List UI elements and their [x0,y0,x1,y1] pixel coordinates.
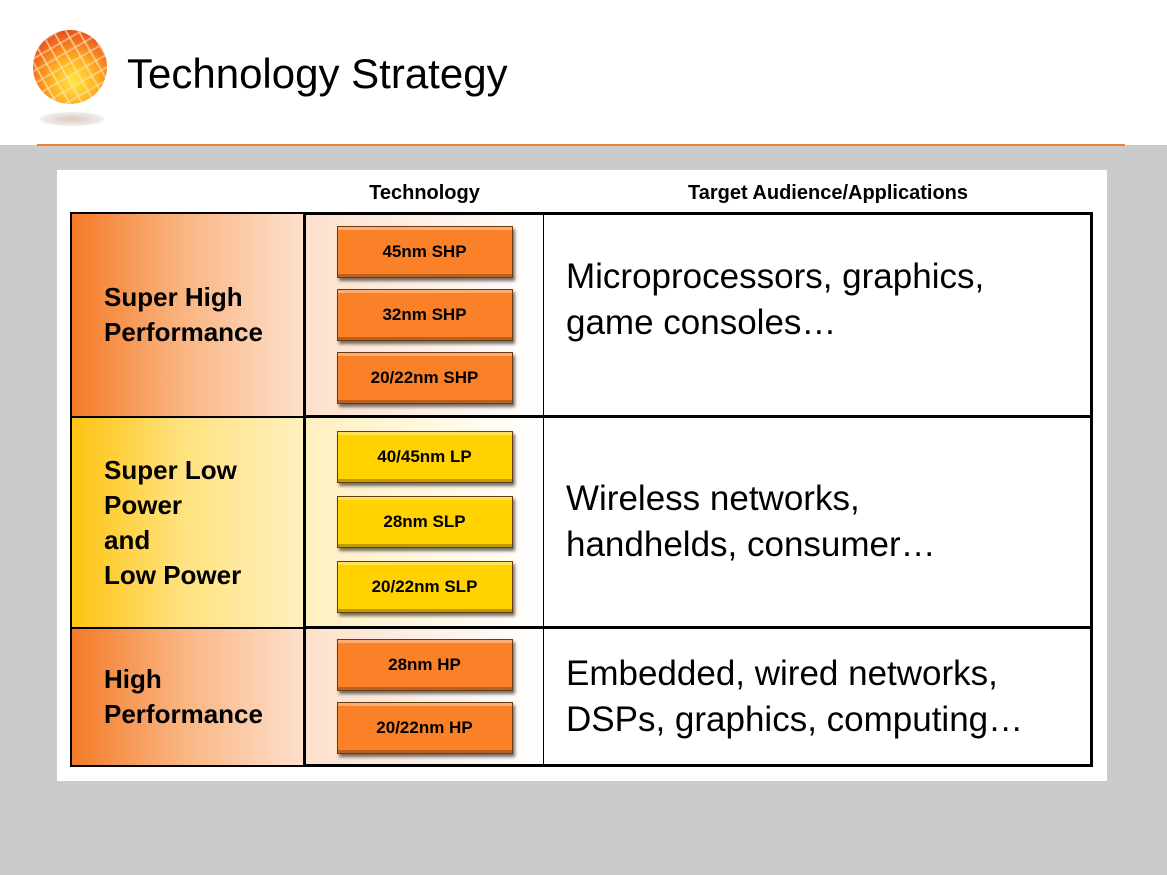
tech-button[interactable]: 45nm SHP [336,226,513,278]
applications-cell: Embedded, wired networks, DSPs, graphics… [544,626,1093,767]
category-super-high-performance: Super High Performance [70,212,304,418]
technology-cell: 40/45nm LP 28nm SLP 20/22nm SLP [303,415,546,629]
applications-cell: Wireless networks, handhelds, consumer… [544,415,1093,629]
category-super-low-power: Super Low Power and Low Power [70,416,304,629]
category-high-performance: High Performance [70,627,304,767]
technology-cell: 28nm HP 20/22nm HP [303,626,546,767]
tech-button[interactable]: 28nm HP [336,639,513,692]
slide-title: Technology Strategy [127,50,508,97]
tech-button[interactable]: 20/22nm HP [336,701,513,754]
column-header-technology: Technology [369,182,480,204]
applications-cell: Microprocessors, graphics, game consoles… [544,212,1093,418]
technology-cell: 45nm SHP 32nm SHP 20/22nm SHP [303,212,546,418]
tech-button[interactable]: 40/45nm LP [336,431,513,483]
header-divider [37,144,1125,146]
globe-logo-icon [33,30,107,104]
tech-button[interactable]: 20/22nm SHP [336,352,513,404]
tech-button[interactable]: 28nm SLP [336,496,513,548]
column-header-audience: Target Audience/Applications [687,182,969,204]
tech-button[interactable]: 32nm SHP [336,289,513,341]
logo-shadow [40,112,104,126]
tech-button[interactable]: 20/22nm SLP [336,561,513,613]
slide-header [0,0,1167,145]
